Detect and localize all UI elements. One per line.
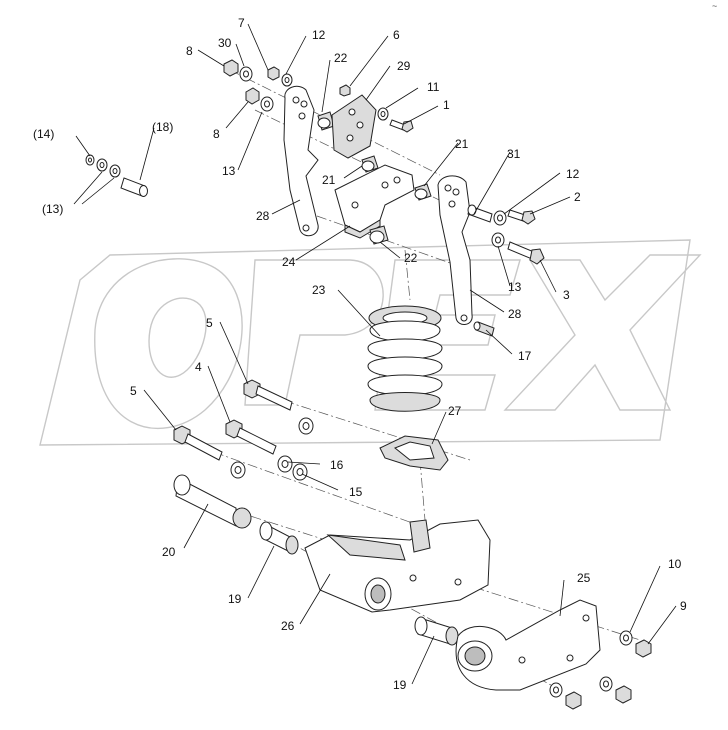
washer-15 [292, 463, 308, 481]
nut-8b [245, 87, 260, 105]
callout-3: 3 [563, 288, 570, 302]
washer-13-pair [96, 158, 121, 178]
link-plate-28-right [437, 175, 473, 325]
washer-bottom-b [599, 676, 613, 692]
corner-mark: ~ [712, 1, 717, 11]
callout-21: 21 [455, 137, 469, 151]
spring-23 [367, 305, 443, 412]
bushing-22b [369, 225, 389, 245]
callout-28: 28 [508, 307, 522, 321]
callout-8: 8 [186, 44, 193, 58]
callout-27: 27 [448, 404, 462, 418]
washer-10 [619, 630, 633, 646]
callout-23: 23 [312, 283, 326, 297]
bushing-19b [414, 616, 459, 646]
callout-16: 16 [330, 458, 344, 472]
washer-13a [260, 96, 274, 112]
nut-9 [635, 639, 652, 658]
callout-13: 13 [508, 280, 522, 294]
callout-8: 8 [213, 127, 220, 141]
washer-5a [298, 417, 314, 435]
nut-7 [267, 66, 280, 81]
callout-22: 22 [334, 51, 348, 65]
callout-21: 21 [322, 173, 336, 187]
callout-5: 5 [206, 316, 213, 330]
callout-14: (14) [33, 127, 54, 141]
callout-28: 28 [256, 209, 270, 223]
lever-arm-26 [304, 519, 491, 613]
bushing-21b [414, 183, 432, 201]
bolt-1 [389, 119, 414, 133]
link-plate-28-left [283, 85, 319, 237]
callout-9: 9 [680, 599, 687, 613]
leader-lines [73, 23, 677, 685]
callout-7: 7 [238, 16, 245, 30]
callout-30: 30 [218, 36, 232, 50]
nut-8a [223, 59, 239, 77]
washer-14 [85, 154, 95, 166]
washer-13c [491, 232, 505, 248]
bolt-4 [225, 419, 277, 455]
callout-12: 12 [312, 28, 326, 42]
washer-bottom-a [549, 682, 563, 698]
callout-20: 20 [162, 545, 176, 559]
callout-13: (13) [42, 202, 63, 216]
callout-19: 19 [393, 678, 407, 692]
bracket-25 [455, 599, 601, 691]
callout-5: 5 [130, 384, 137, 398]
callout-1: 1 [443, 98, 450, 112]
washer-12b [493, 210, 507, 226]
callout-10: 10 [668, 557, 682, 571]
callout-17: 17 [518, 349, 532, 363]
callout-25: 25 [577, 571, 591, 585]
callout-labels: 7 12 6 8 30 22 29 11 1 8 (14) (18) (13) … [33, 16, 687, 692]
washer-30 [239, 66, 253, 82]
washer-5b [230, 461, 246, 479]
callout-4: 4 [195, 360, 202, 374]
spring-seat-27 [379, 435, 449, 471]
pin-18 [120, 177, 148, 197]
callout-24: 24 [282, 255, 296, 269]
callout-29: 29 [397, 59, 411, 73]
callout-6: 6 [393, 28, 400, 42]
callout-26: 26 [281, 619, 295, 633]
washer-11 [377, 107, 389, 121]
nut-6 [339, 84, 351, 97]
callout-2: 2 [574, 190, 581, 204]
bushing-19a [259, 521, 299, 555]
bolt-2 [507, 209, 536, 225]
nut-bottom-b [615, 685, 632, 704]
callout-22: 22 [404, 251, 418, 265]
shaft-20 [173, 474, 252, 529]
washer-12a [281, 73, 293, 87]
callout-31: 31 [507, 147, 521, 161]
callout-18: (18) [152, 120, 173, 134]
pin-17 [473, 321, 495, 337]
washer-16 [277, 455, 293, 473]
bracket-24 [334, 164, 415, 239]
opex-watermark [39, 239, 702, 446]
bolt-5b [173, 425, 223, 461]
plate-29 [331, 94, 377, 159]
pin-31 [467, 204, 493, 223]
callout-15: 15 [349, 485, 363, 499]
nut-bottom-a [565, 691, 582, 710]
callout-13: 13 [222, 164, 236, 178]
callout-19: 19 [228, 592, 242, 606]
bolt-5a [243, 379, 293, 411]
callout-12: 12 [566, 167, 580, 181]
callout-11: 11 [427, 80, 440, 94]
